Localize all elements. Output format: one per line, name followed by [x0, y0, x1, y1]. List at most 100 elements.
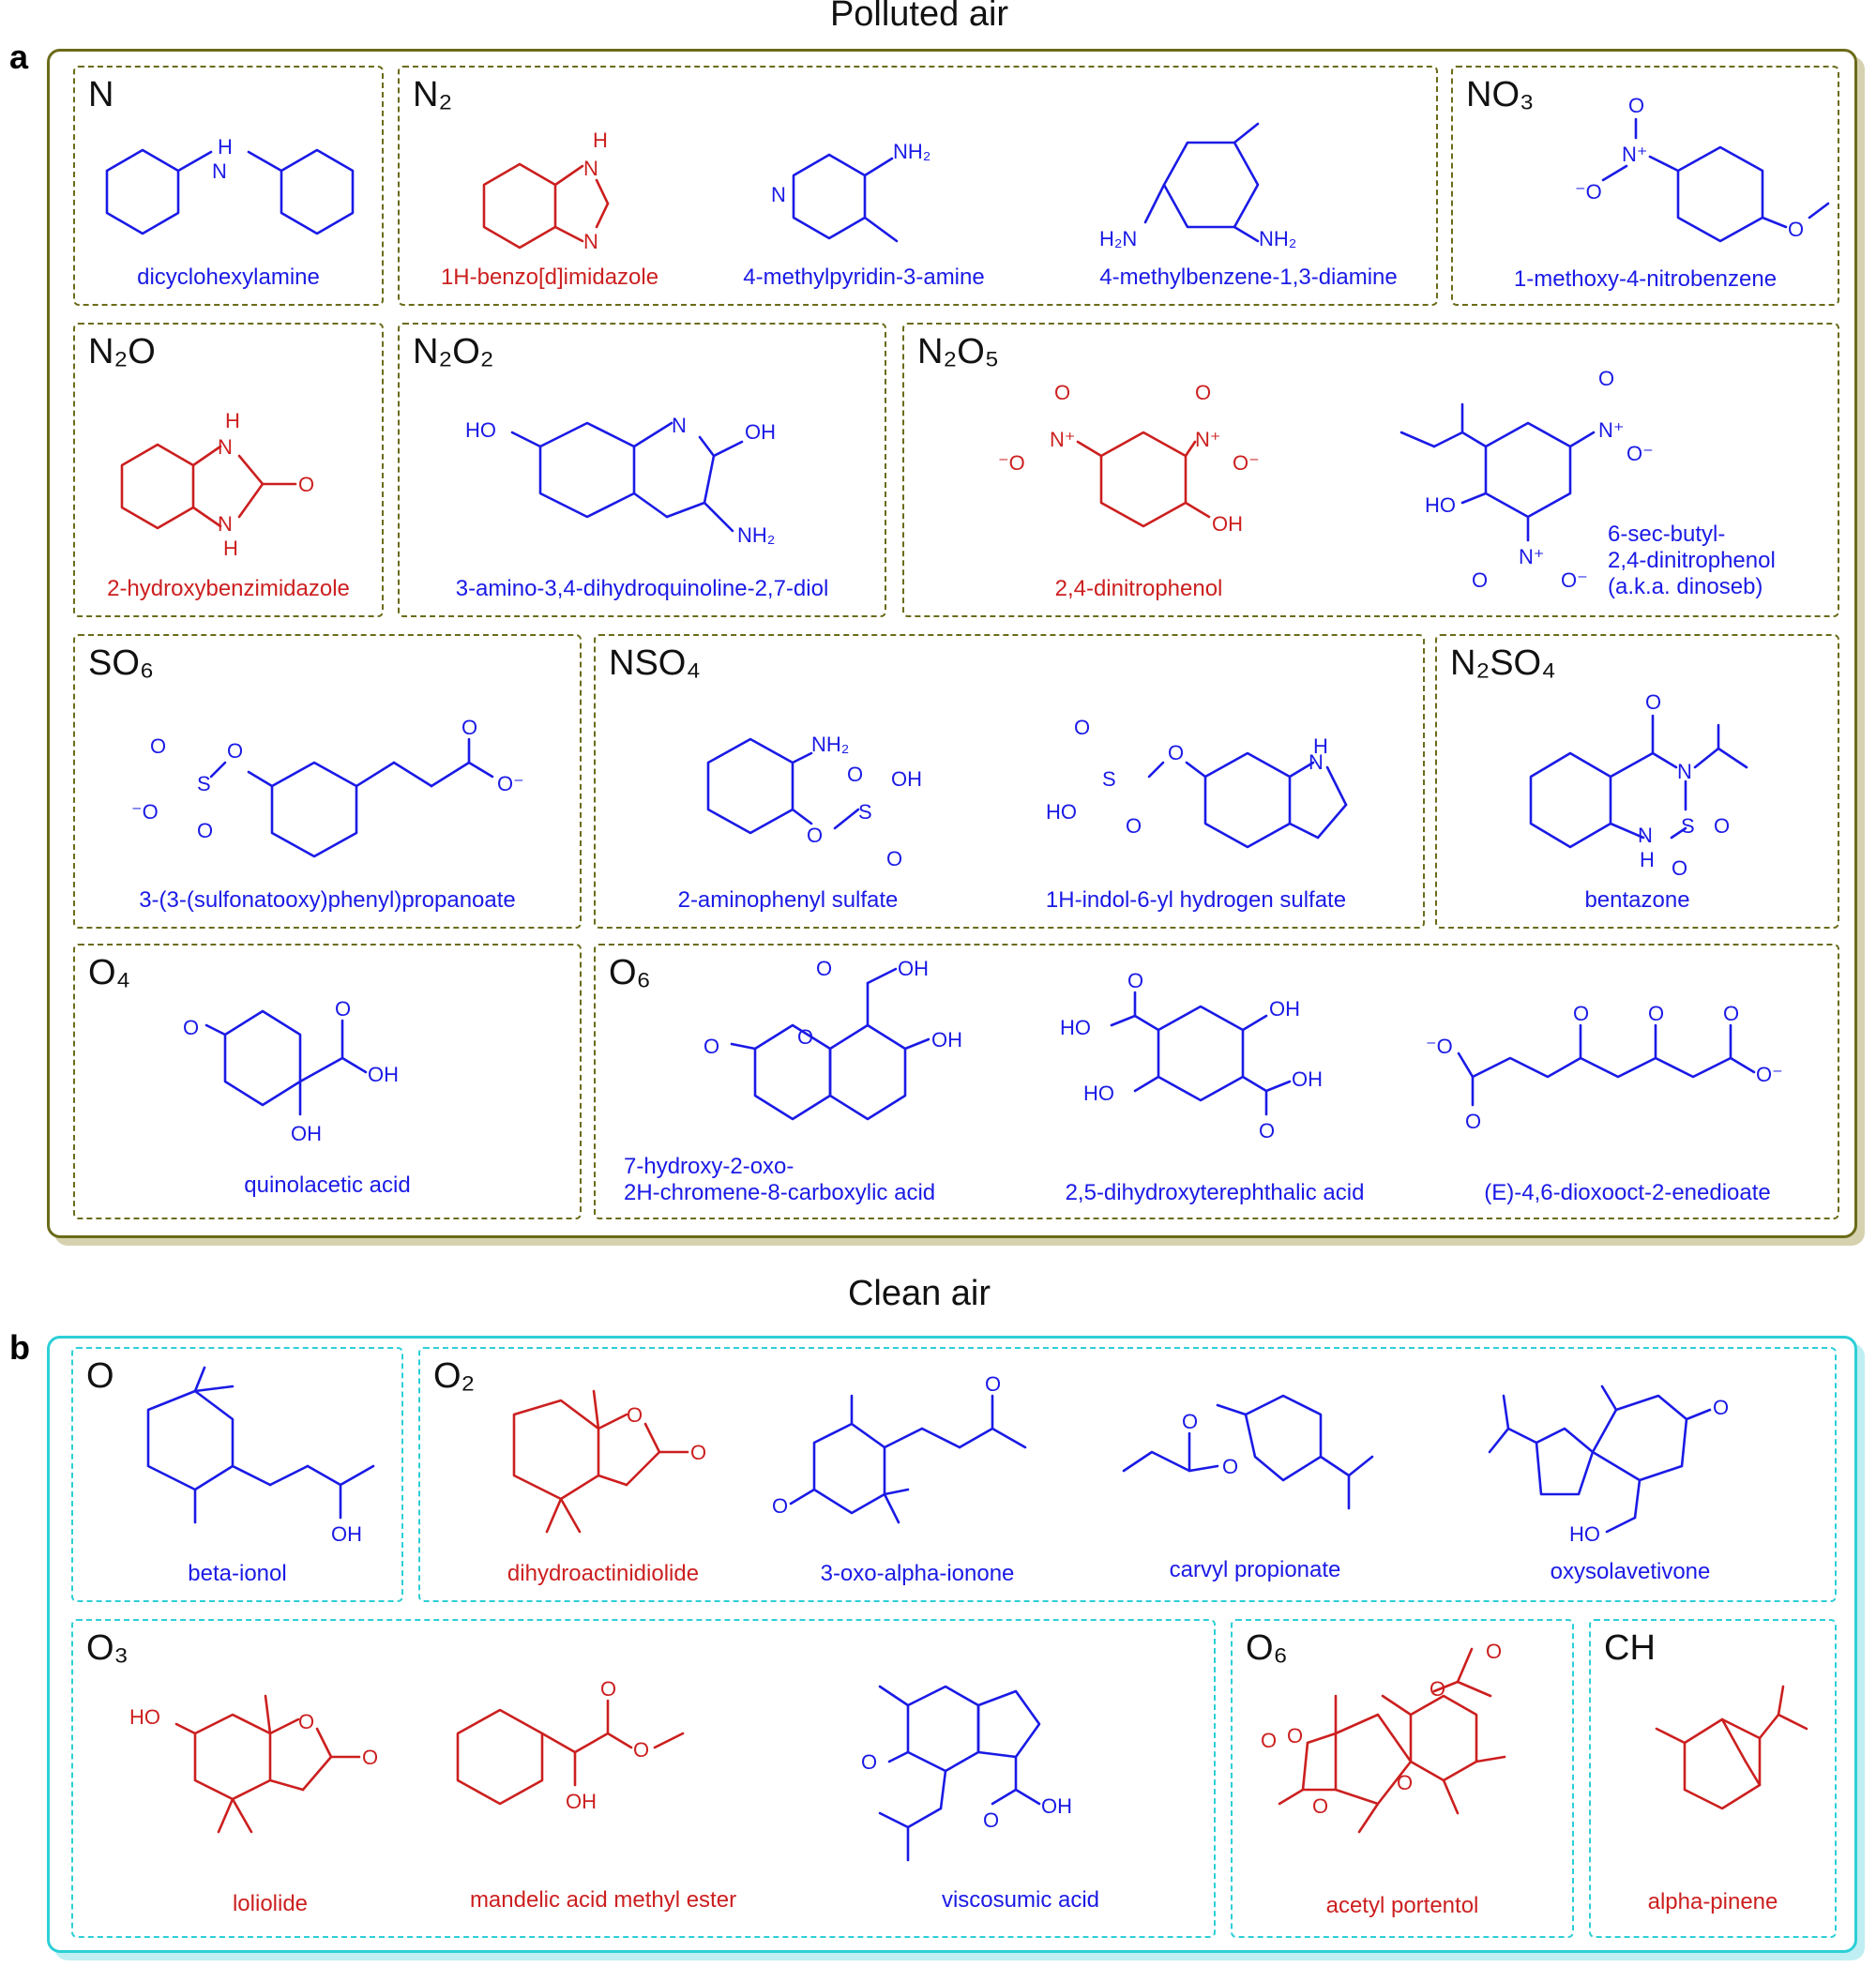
group-box-o3: O₃ HO O O O O OH	[71, 1619, 1216, 1938]
svg-text:H: H	[218, 135, 233, 159]
svg-text:HO: HO	[1569, 1522, 1600, 1546]
structure-dicyclohexylamine: H N	[105, 135, 355, 235]
svg-text:O⁻: O⁻	[1233, 451, 1260, 475]
svg-text:O: O	[298, 473, 314, 496]
svg-text:O: O	[1628, 94, 1644, 117]
svg-text:N: N	[212, 159, 227, 183]
svg-text:N: N	[1677, 760, 1692, 783]
structure-methoxynitrobenzene: O N⁺ ⁻O O	[1575, 94, 1830, 243]
group-box-no3: NO₃ O N⁺ ⁻O O 1-methoxy-4-nitrobenzene	[1451, 66, 1839, 306]
compound-name: 2,4-dinitrophenol	[1054, 576, 1223, 601]
svg-text:H: H	[1640, 848, 1655, 871]
svg-text:H: H	[1313, 734, 1328, 758]
structure-viscosumicacid: O O OH	[861, 1685, 1072, 1862]
svg-text:O: O	[298, 1710, 314, 1733]
svg-text:O: O	[1713, 1396, 1729, 1419]
structure-methylpyridinamine: N NH₂	[771, 140, 930, 243]
svg-text:OH: OH	[898, 957, 929, 980]
structure-bentazone: O N S O O N H	[1529, 690, 1748, 880]
compound-name: 1H-indol-6-yl hydrogen sulfate	[1045, 887, 1347, 913]
svg-text:O: O	[886, 847, 902, 870]
structure-dinitrophenol: O N⁺ ⁻O O N⁺ O⁻ OH	[998, 381, 1260, 536]
formula-label: NSO₄	[609, 643, 701, 683]
compound-name: 2H-chromene-8-carboxylic acid	[624, 1180, 936, 1205]
svg-text:O: O	[985, 1372, 1001, 1396]
svg-text:OH: OH	[331, 1522, 362, 1546]
svg-text:O: O	[1127, 969, 1143, 992]
svg-text:O: O	[704, 1035, 719, 1058]
svg-text:O: O	[1126, 814, 1142, 838]
formula-label: N₂SO₄	[1450, 643, 1556, 683]
svg-text:O: O	[1195, 381, 1211, 404]
compound-name: mandelic acid methyl ester	[469, 1887, 737, 1913]
compound-name: 3-(3-(sulfonatooxy)phenyl)propanoate	[139, 887, 516, 913]
structure-aminophenylsulfate: NH₂ O O S OH O	[706, 733, 922, 870]
compound-name: acetyl portentol	[1325, 1893, 1479, 1918]
group-box-o6-clean: O₆ O O O O O O acetyl portentol	[1231, 1619, 1574, 1938]
structure-sulfonatooxyphenylpropanoate: O S O ⁻O O O O⁻	[131, 716, 524, 858]
svg-text:O: O	[1672, 856, 1687, 880]
group-box-n2: N₂ N H N N NH₂ H₂N NH₂ 1H-benzo[d]imidaz…	[398, 66, 1438, 306]
formula-label: N₂O₅	[917, 332, 1000, 371]
structure-methylbenzenediamine: H₂N NH₂	[1099, 122, 1296, 250]
compound-name: 6-sec-butyl-	[1608, 522, 1726, 547]
svg-text:O: O	[362, 1746, 378, 1769]
svg-text:N: N	[1309, 750, 1324, 774]
svg-text:O: O	[1598, 367, 1614, 390]
svg-text:O: O	[1714, 814, 1730, 838]
structure-dioxooctenedioate: ⁻O O O O O O⁻	[1426, 1002, 1783, 1133]
svg-text:O: O	[633, 1738, 649, 1762]
structure-hydroxyoxochromenecarboxylicacid: O OH O O OH	[704, 957, 962, 1121]
compound-name: 2-aminophenyl sulfate	[677, 887, 899, 913]
panel-b-title: Clean air	[847, 1274, 991, 1313]
svg-text:OH: OH	[1269, 997, 1300, 1021]
svg-text:⁻O: ⁻O	[1575, 180, 1602, 204]
group-box-n2o2: N₂O₂ HO N OH NH₂ 3-amino-3,4-dihydroquin…	[398, 323, 886, 617]
structure-aminodihydroquinolinediol: HO N OH NH₂	[465, 414, 776, 547]
structure-alphapinene	[1655, 1685, 1808, 1810]
svg-text:O: O	[1182, 1410, 1198, 1433]
compound-name: alpha-pinene	[1647, 1889, 1778, 1914]
group-box-ch: CH alpha-pinene	[1589, 1619, 1837, 1938]
svg-text:OH: OH	[368, 1063, 399, 1086]
group-box-o2: O₂ O O O O O O	[418, 1347, 1837, 1602]
svg-text:O: O	[627, 1403, 643, 1427]
svg-text:O: O	[1287, 1724, 1303, 1748]
svg-text:⁻O: ⁻O	[131, 800, 159, 824]
structure-indolylsulfate: H N O O S HO O	[1046, 716, 1348, 849]
compound-name: viscosumic acid	[941, 1887, 1100, 1913]
svg-text:O: O	[1645, 690, 1661, 714]
compound-name: 4-methylpyridin-3-amine	[743, 265, 985, 290]
svg-text:O: O	[1723, 1002, 1739, 1025]
formula-label: N₂O₂	[413, 332, 494, 371]
compound-name: carvyl propionate	[1169, 1557, 1341, 1582]
compound-name: quinolacetic acid	[244, 1173, 411, 1198]
group-box-n2o: N₂O N H N H O 2-hydroxybenzimidazole	[73, 323, 384, 617]
formula-label: O₄	[88, 953, 131, 992]
svg-text:OH: OH	[1292, 1067, 1323, 1091]
svg-text:S: S	[858, 800, 872, 824]
formula-label: O₃	[86, 1628, 129, 1668]
svg-text:O: O	[816, 957, 832, 980]
panel-b-letter: b	[9, 1328, 30, 1367]
formula-label: N	[88, 75, 114, 114]
svg-text:H: H	[593, 129, 608, 152]
svg-text:O: O	[1054, 381, 1070, 404]
svg-text:O: O	[1486, 1640, 1502, 1663]
svg-text:N: N	[218, 512, 233, 536]
svg-text:HO: HO	[1083, 1082, 1114, 1105]
svg-text:N: N	[583, 157, 598, 180]
compound-name: loliolide	[232, 1891, 309, 1916]
svg-text:O: O	[807, 824, 823, 847]
svg-text:O: O	[1074, 716, 1090, 739]
svg-text:O: O	[1397, 1771, 1413, 1794]
structure-dihydroxyterephthalicacid: O HO OH HO OH O	[1060, 969, 1323, 1142]
group-box-so6: SO₆ O S O ⁻O O O O⁻ 3-(3-(sulfonatooxy)p…	[73, 634, 582, 929]
compound-name: 1-methoxy-4-nitrobenzene	[1513, 266, 1778, 292]
svg-text:S: S	[1102, 767, 1116, 791]
svg-text:N: N	[1638, 824, 1653, 847]
svg-text:O: O	[797, 1025, 813, 1049]
structure-quinolaceticacid: O O OH OH	[183, 997, 399, 1145]
formula-label: N₂O	[88, 332, 156, 371]
svg-text:N: N	[672, 414, 687, 437]
